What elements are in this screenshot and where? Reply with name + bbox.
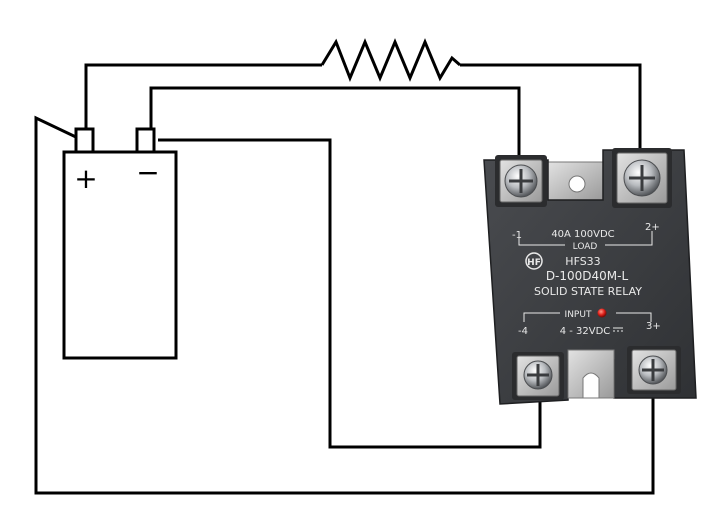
solid-state-relay: -1 40A 100VDC 2+ LOAD HF HFS33 D-100D40M… [483,148,697,405]
resistor [320,38,461,83]
relay-load-rating: 40A 100VDC [551,229,614,240]
relay-body [483,149,697,405]
relay-load-label: LOAD [573,242,598,252]
relay-top-mount-hole [568,175,586,193]
wire-battery-plus-to-resistor [84,63,322,130]
relay-input-bracket-right [616,312,652,322]
battery-body [62,150,178,360]
relay-terminal-4-label: -4 [518,326,528,337]
wire-battery-minus-to-relay-terminal-1 [149,86,521,160]
relay-terminal-3-label: 3+ [646,321,661,332]
battery-minus-terminal [135,127,156,154]
relay-part-number: D-100D40M-L [546,269,629,283]
dc-symbol-icon [613,327,623,332]
battery-minus-label: − [136,156,159,189]
relay-input-rating: 4 - 32VDC [560,326,611,337]
relay-brand-logo: HF [525,252,543,270]
relay-input-label: INPUT [565,310,592,320]
svg-text:HF: HF [527,258,541,268]
relay-terminal-3 [627,346,681,394]
relay-type-label: SOLID STATE RELAY [534,285,642,298]
relay-terminal-2 [612,148,672,208]
relay-load-label-bg [565,238,605,250]
relay-model: HFS33 [565,255,600,268]
relay-terminal-1-label: -1 [512,230,522,241]
relay-terminal-4 [512,352,564,400]
battery-plus-label: + [74,162,97,195]
wire-battery-minus-to-relay-terminal-4 [158,138,542,449]
relay-terminal-2-label: 2+ [645,222,660,233]
relay-terminal-1 [495,155,547,207]
battery: + − [62,127,178,360]
wire-battery-plus-to-relay-terminal-3 [34,115,655,495]
relay-status-led [597,308,607,318]
battery-plus-terminal [74,127,95,154]
relay-bottom-mount-slot [582,372,600,399]
wire-resistor-to-relay-terminal-2 [460,63,642,158]
relay-input-bracket-left [523,312,560,322]
